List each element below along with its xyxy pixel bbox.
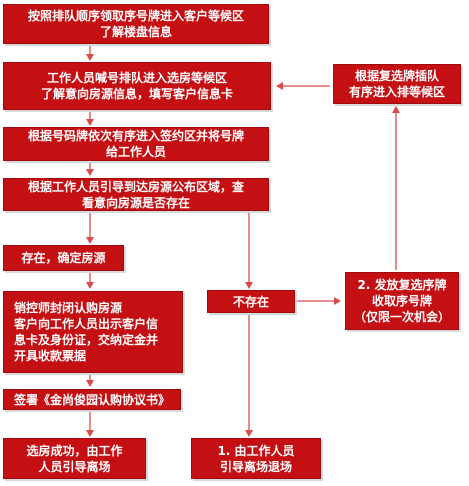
step-reissue-number: 2. 发放复选序牌 收取序号牌 （仅限一次机会） <box>345 272 459 330</box>
step-signing-area: 根据号码牌依次有序进入签约区并将号牌 给工作人员 <box>3 127 269 161</box>
step-success: 选房成功，由工作 人员引导离场 <box>3 438 146 479</box>
step-queue-number: 按照排队顺序领取序号牌进入客户等候区 了解楼盘信息 <box>3 4 269 44</box>
step-leave: 1. 由工作人员 引导离场退场 <box>191 438 321 479</box>
step-requeue: 根据复选牌插队 有序进入排等候区 <box>333 64 461 104</box>
step-sales-lock: 销控师封闭认购房源 客户向工作人员出示客户信 息卡及身份证，交纳定金并 开具收款… <box>3 291 183 373</box>
step-waiting-area: 工作人员喊号排队进入选房等候区 了解意向房源信息，填写客户信息卡 <box>3 62 271 110</box>
step-exists: 存在，确定房源 <box>3 245 124 271</box>
step-not-exists: 不存在 <box>207 290 295 313</box>
step-check-listing: 根据工作人员引导到达房源公布区域，查 看意向房源是否存在 <box>3 178 269 211</box>
step-sign-agreement: 签署《金尚俊园认购协议书》 <box>3 389 181 410</box>
